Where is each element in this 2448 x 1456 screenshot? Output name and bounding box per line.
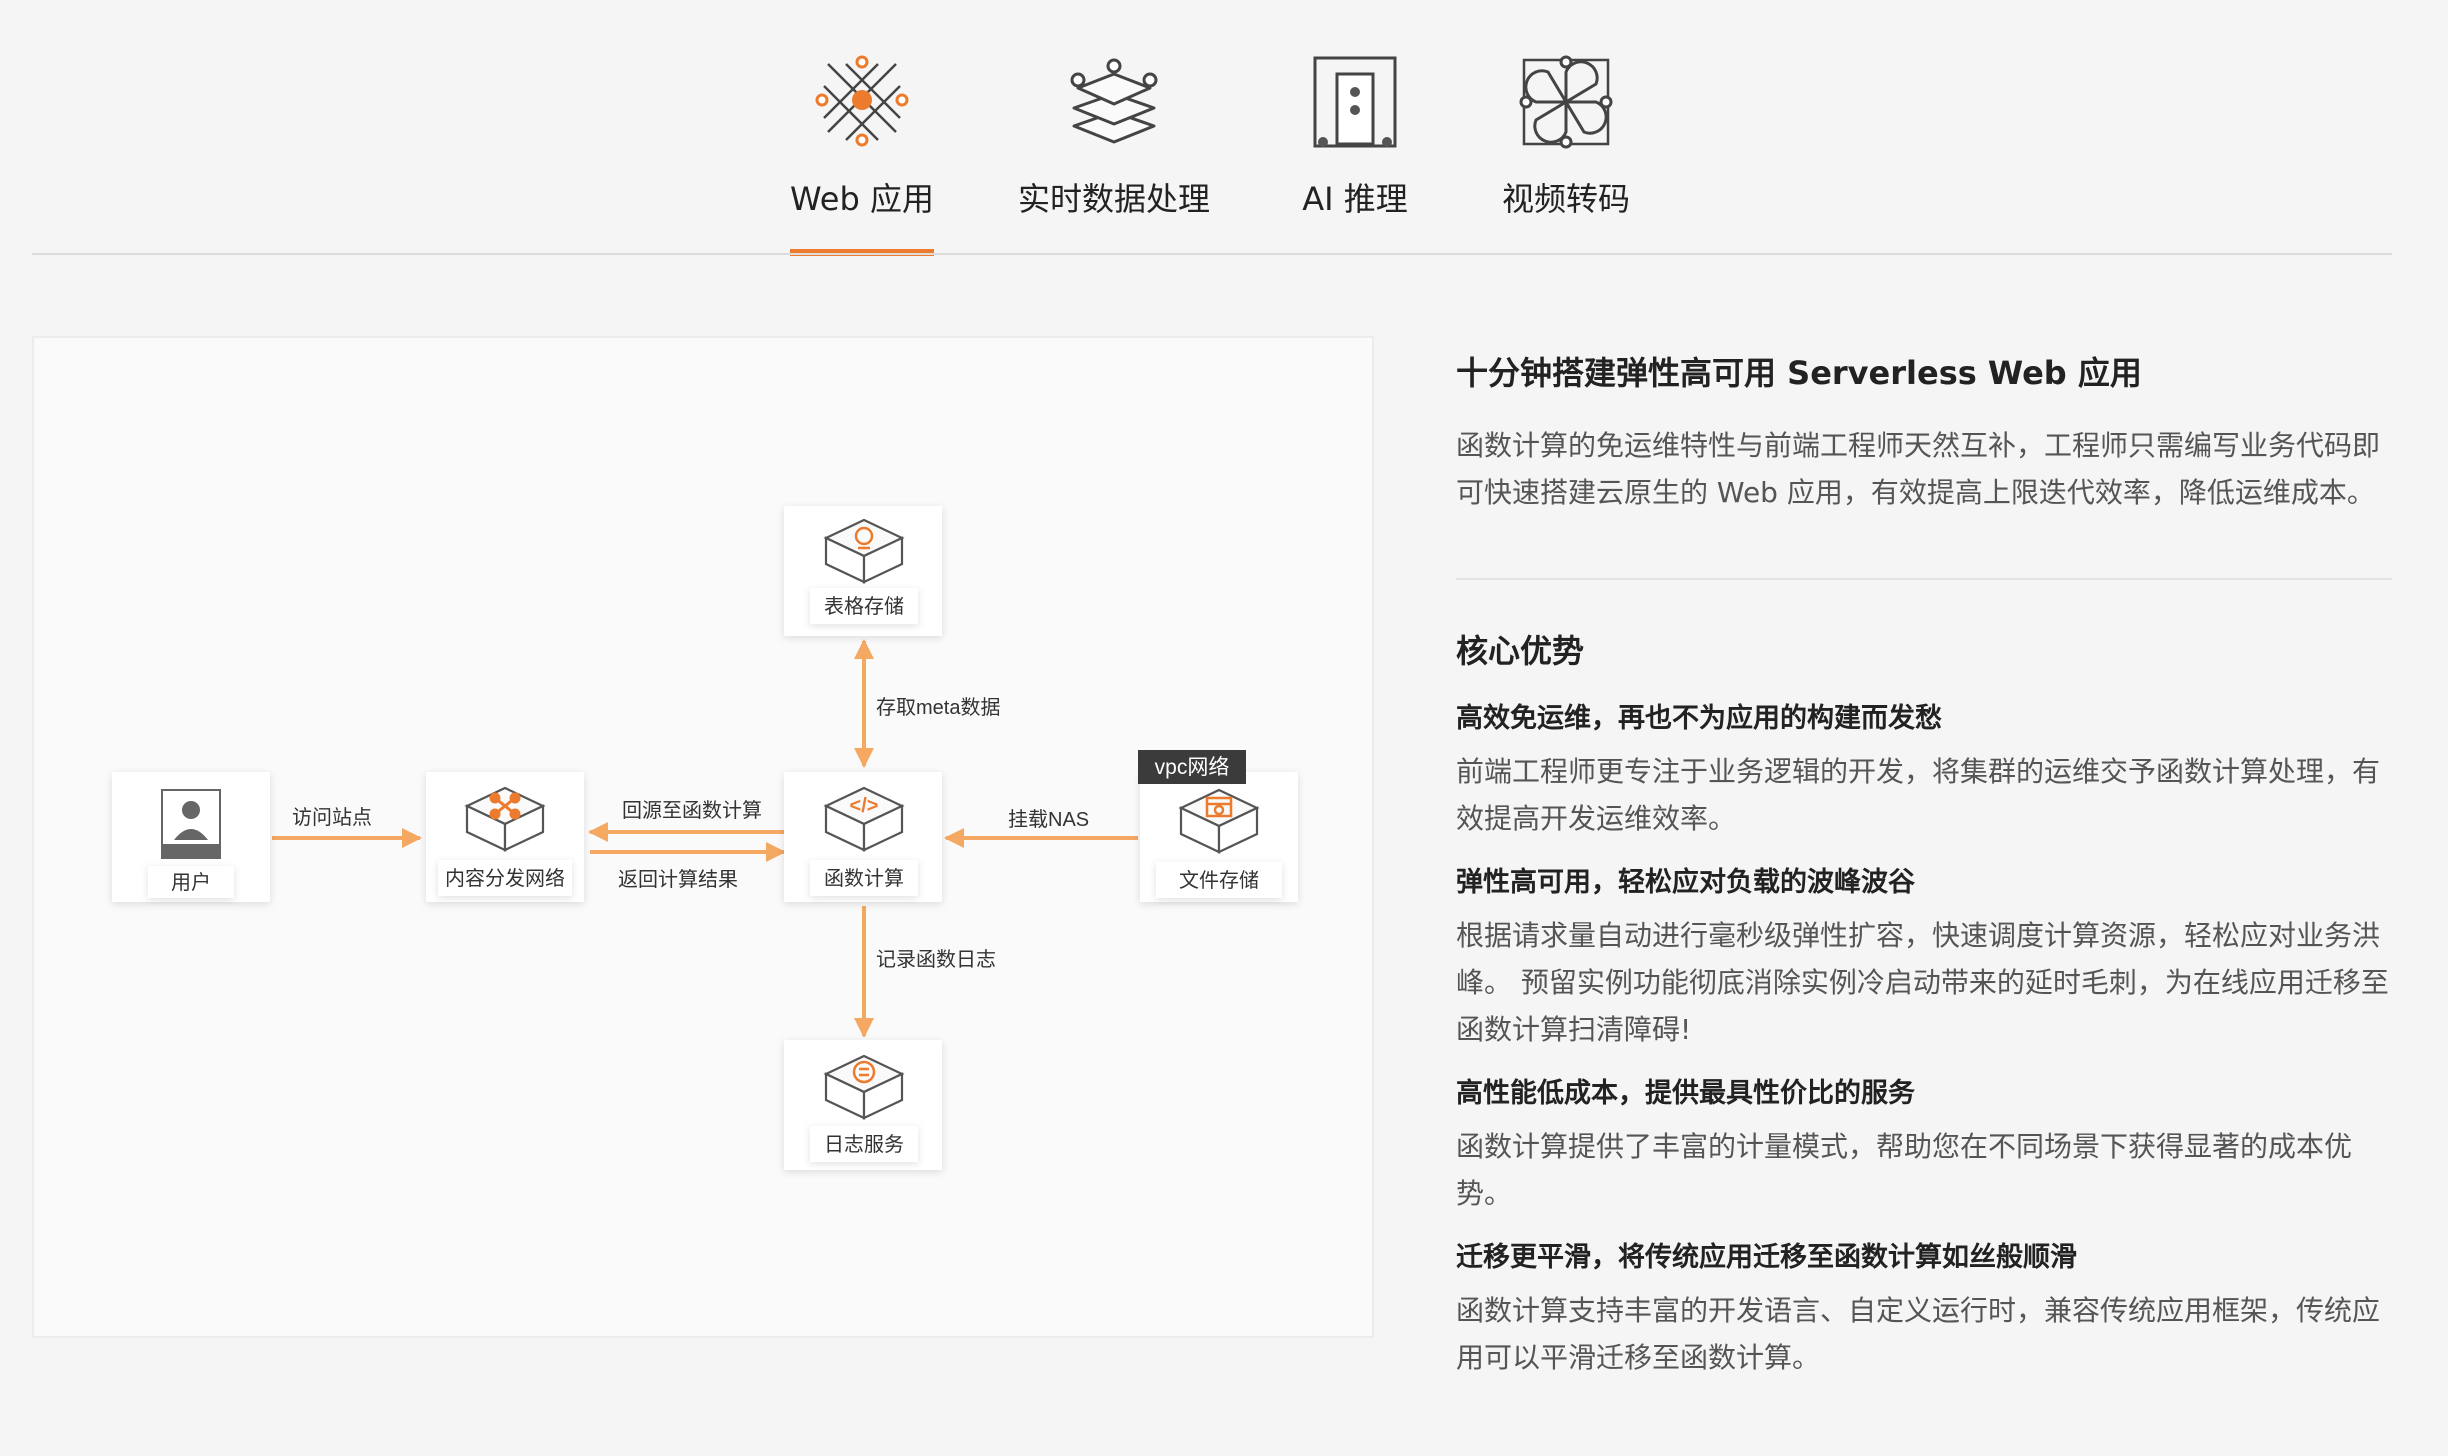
- data-layers-icon: [1070, 58, 1158, 144]
- file-storage-icon: [1205, 796, 1233, 818]
- scenario-tabs: Web 应用 实时数据处理 AI 推理: [0, 0, 2448, 256]
- info-divider: [1456, 578, 2392, 580]
- node-label-table-store: 表格存储: [824, 595, 904, 618]
- edge-label-mount-nas: 挂载NAS: [1008, 808, 1089, 831]
- edge-label-meta-access: 存取meta数据: [876, 696, 1000, 719]
- table-store-icon: [854, 526, 874, 550]
- edge-label-return-result: 返回计算结果: [618, 868, 738, 891]
- node-label-file-storage: 文件存储: [1179, 869, 1259, 892]
- advantage-item: 高效免运维，再也不为应用的构建而发愁 前端工程师更专注于业务逻辑的开发，将集群的…: [1456, 696, 2392, 842]
- ai-inference-icon: [1313, 56, 1397, 148]
- advantage-item: 弹性高可用，轻松应对负载的波峰波谷 根据请求量自动进行毫秒级弹性扩容，快速调度计…: [1456, 860, 2392, 1053]
- node-cdn: 内容分发网络: [426, 772, 584, 902]
- tab-realtime-data[interactable]: 实时数据处理: [1016, 0, 1212, 256]
- tab-label: AI 推理: [1302, 180, 1408, 218]
- advantage-title: 高效免运维，再也不为应用的构建而发愁: [1456, 703, 1942, 734]
- advantage-title: 迁移更平滑，将传统应用迁移至函数计算如丝般顺滑: [1456, 1242, 2077, 1273]
- advantage-title: 高性能低成本，提供最具性价比的服务: [1456, 1078, 1915, 1109]
- tab-web-app[interactable]: Web 应用: [790, 0, 934, 256]
- node-user: 用户: [112, 772, 270, 902]
- info-description: 函数计算的免运维特性与前端工程师天然互补，工程师只需编写业务代码即可快速搭建云原…: [1456, 429, 2381, 509]
- advantage-desc: 函数计算提供了丰富的计量模式，帮助您在不同场景下获得显著的成本优势。: [1456, 1130, 2353, 1210]
- code-icon: </>: [850, 795, 879, 817]
- edge-label-back-to-origin: 回源至函数计算: [622, 799, 762, 822]
- edge-label-log-record: 记录函数日志: [876, 948, 996, 971]
- node-file-storage: 文件存储 vpc网络: [1138, 750, 1298, 902]
- info-panel: 十分钟搭建弹性高可用 Serverless Web 应用 函数计算的免运维特性与…: [1456, 350, 2392, 1399]
- log-icon: [852, 1060, 876, 1084]
- web-app-icon: [815, 55, 909, 147]
- vpc-tag: [1138, 750, 1246, 784]
- advantage-desc: 前端工程师更专注于业务逻辑的开发，将集群的运维交予函数计算处理，有效提高开发运维…: [1456, 755, 2381, 835]
- tab-ai-inference[interactable]: AI 推理: [1290, 0, 1420, 256]
- architecture-diagram: 访问站点 回源至函数计算 返回计算结果 存取meta数据 记录函数日志 挂载NA…: [32, 336, 1374, 1338]
- advantage-item: 迁移更平滑，将传统应用迁移至函数计算如丝般顺滑 函数计算支持丰富的开发语言、自定…: [1456, 1235, 2392, 1381]
- node-table-store: 表格存储: [784, 506, 942, 636]
- node-label-user: 用户: [171, 871, 211, 894]
- node-log-service: 日志服务: [784, 1040, 942, 1170]
- network-icon: [489, 792, 521, 820]
- info-title: 十分钟搭建弹性高可用 Serverless Web 应用: [1456, 354, 2142, 392]
- node-function-compute: </> 函数计算: [784, 772, 942, 902]
- tabs-divider: [32, 253, 2392, 255]
- video-transcode-icon: [1519, 55, 1613, 149]
- active-tab-indicator: [790, 249, 934, 256]
- edge-label-visit-site: 访问站点: [292, 806, 372, 829]
- advantages-heading: 核心优势: [1456, 632, 1585, 670]
- advantage-title: 弹性高可用，轻松应对负载的波峰波谷: [1456, 867, 1915, 898]
- tab-label: 实时数据处理: [1017, 180, 1210, 218]
- tab-label: 视频转码: [1501, 180, 1630, 218]
- advantage-desc: 函数计算支持丰富的开发语言、自定义运行时，兼容传统应用框架，传统应用可以平滑迁移…: [1456, 1294, 2381, 1374]
- node-label-fc: 函数计算: [824, 867, 904, 890]
- node-label-log-service: 日志服务: [824, 1133, 904, 1156]
- node-label-cdn: 内容分发网络: [445, 867, 565, 890]
- advantage-item: 高性能低成本，提供最具性价比的服务 函数计算提供了丰富的计量模式，帮助您在不同场…: [1456, 1071, 2392, 1217]
- tab-label: Web 应用: [790, 180, 934, 218]
- advantage-desc: 根据请求量自动进行毫秒级弹性扩容，快速调度计算资源，轻松应对业务洪峰。 预留实例…: [1456, 919, 2389, 1046]
- tab-video-transcode[interactable]: 视频转码: [1500, 0, 1632, 256]
- vpc-tag-label: vpc网络: [1155, 756, 1230, 779]
